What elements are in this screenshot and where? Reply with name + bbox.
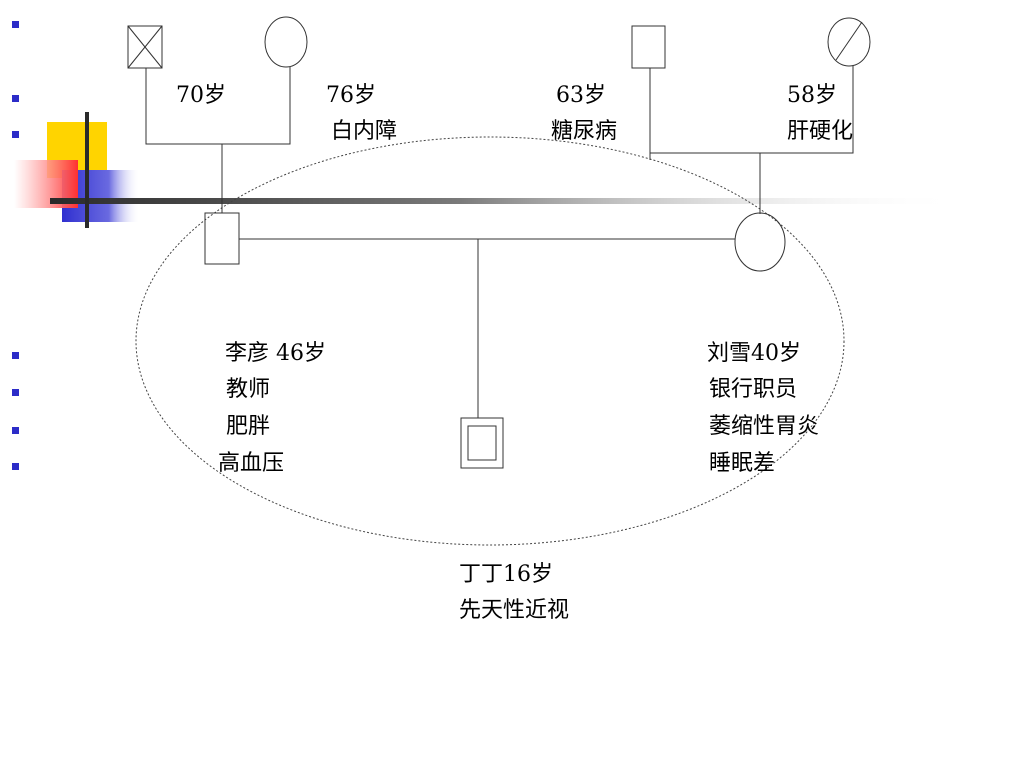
paternal-grandfather-age: 70岁 [176, 83, 226, 108]
mother-symbol [734, 212, 786, 272]
bullet-3 [12, 131, 19, 138]
maternal-grandfather-age: 63岁 [556, 83, 606, 108]
child-symbol [460, 417, 504, 469]
paternal-grandfather-symbol [127, 25, 163, 69]
maternal-grandmother-symbol [827, 17, 871, 67]
deco-vertical-bar [85, 112, 89, 228]
father-symbol [204, 212, 240, 265]
bullet-2 [12, 95, 19, 102]
father-condition-1: 肥胖 [226, 414, 271, 439]
father-condition-2: 高血压 [218, 451, 285, 476]
deco-horizontal-bar [50, 198, 960, 204]
family-ellipse [135, 136, 845, 546]
bullet-7 [12, 463, 19, 470]
maternal-marriage-line [650, 66, 854, 154]
bullet-5 [12, 389, 19, 396]
mother-condition-1: 萎缩性胃炎 [709, 414, 820, 439]
maternal-grandmother-condition: 肝硬化 [787, 119, 854, 144]
mother-condition-2: 睡眠差 [709, 451, 776, 476]
bullet-6 [12, 427, 19, 434]
maternal-grandmother-age: 58岁 [787, 83, 837, 108]
slide-decoration [14, 112, 960, 228]
bullet-4 [12, 352, 19, 359]
father-name-age: 李彦 46岁 [225, 341, 326, 366]
paternal-grandmother-symbol [264, 16, 308, 68]
maternal-grandfather-symbol [631, 25, 666, 69]
child-condition: 先天性近视 [459, 598, 570, 623]
maternal-grandfather-condition: 糖尿病 [551, 119, 618, 144]
paternal-marriage-line [145, 67, 291, 145]
child-name-age: 丁丁16岁 [459, 562, 553, 587]
father-job: 教师 [226, 377, 271, 402]
bullet-1 [12, 21, 19, 28]
mother-name-age: 刘雪40岁 [707, 341, 801, 366]
paternal-grandmother-condition: 白内障 [331, 119, 398, 144]
paternal-grandmother-age: 76岁 [326, 83, 376, 108]
mother-job: 银行职员 [709, 377, 798, 402]
